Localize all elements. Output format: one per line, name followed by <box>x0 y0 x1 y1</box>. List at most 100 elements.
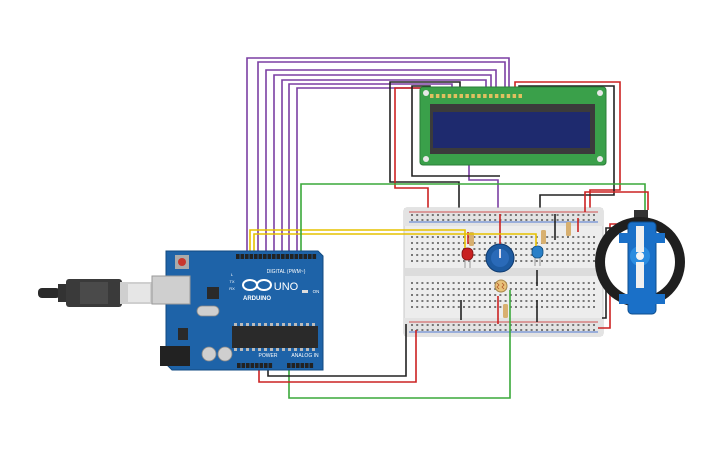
wire-green-bottom[interactable] <box>288 290 511 399</box>
bb-hole <box>431 242 434 244</box>
bb-hole <box>478 329 481 331</box>
bb-hole <box>515 282 517 284</box>
bb-hole <box>468 260 471 262</box>
bb-hole <box>473 236 476 238</box>
bb-hole <box>561 324 564 326</box>
resistor-1[interactable] <box>469 232 474 246</box>
bb-hole <box>473 324 476 326</box>
bb-hole <box>494 236 497 238</box>
bb-hole <box>520 300 523 302</box>
analog-pin <box>305 363 309 368</box>
wire-yellow-2[interactable] <box>253 233 537 257</box>
bb-hole <box>489 242 491 244</box>
bb-hole <box>411 329 413 331</box>
servo-motor[interactable] <box>595 210 685 315</box>
wire-red-5v[interactable] <box>258 330 417 383</box>
bb-hole <box>494 324 497 326</box>
wire-red-servo-top[interactable] <box>584 191 649 212</box>
bb-hole <box>442 324 445 326</box>
arduino-model-label: UNO <box>274 281 299 293</box>
wire-purple-4[interactable] <box>273 74 492 257</box>
wire-black-lcd-left[interactable] <box>389 81 461 212</box>
bb-hole <box>525 300 528 302</box>
digital-pin <box>290 254 294 259</box>
bb-hole <box>567 248 569 250</box>
arduino-uno[interactable]: ARDUINO UNO DIGITAL (PWM~) POWER ANALOG … <box>151 250 324 371</box>
bb-hole <box>478 306 481 308</box>
bb-hole <box>473 294 476 296</box>
bb-hole <box>478 242 481 244</box>
red-led[interactable] <box>461 247 474 268</box>
chip-pin <box>246 323 249 326</box>
wire-yellow-1[interactable] <box>249 229 466 257</box>
bb-hole <box>426 219 429 221</box>
bb-hole <box>437 329 439 331</box>
bb-hole <box>426 242 429 244</box>
wire-purple-3[interactable] <box>265 69 497 257</box>
analog-header[interactable] <box>287 363 314 368</box>
power-header[interactable] <box>237 363 273 368</box>
bb-hole <box>463 219 465 221</box>
bb-hole <box>478 236 481 238</box>
bb-hole <box>567 254 569 256</box>
bb-hole <box>530 282 533 284</box>
bb-hole <box>551 282 554 284</box>
resistor-3[interactable] <box>566 222 571 236</box>
wire-purple-2[interactable] <box>257 61 506 257</box>
bb-hole <box>587 288 590 290</box>
digital-header[interactable] <box>236 254 317 259</box>
bb-hole <box>473 214 476 216</box>
bb-hole <box>572 294 575 296</box>
bb-hole <box>426 248 429 250</box>
blue-led[interactable] <box>531 245 544 266</box>
lcd-pin <box>518 94 522 98</box>
bb-hole <box>551 248 554 250</box>
analog-pin <box>309 363 314 368</box>
bb-hole <box>525 294 528 296</box>
bb-hole <box>478 260 481 262</box>
bb-hole <box>572 260 575 262</box>
bb-hole <box>577 254 580 256</box>
power-pin <box>246 363 250 368</box>
bb-hole <box>556 219 559 221</box>
bb-hole <box>593 236 595 238</box>
bb-hole <box>556 288 559 290</box>
bb-hole <box>572 282 575 284</box>
bb-hole <box>593 214 595 216</box>
bb-hole <box>551 300 554 302</box>
bb-hole <box>483 254 486 256</box>
bb-hole <box>463 214 465 216</box>
resistor-2[interactable] <box>541 230 546 244</box>
bb-hole <box>561 294 564 296</box>
digital-pin <box>272 254 276 259</box>
bb-hole <box>577 329 580 331</box>
bb-hole <box>457 260 460 262</box>
bb-hole <box>452 300 455 302</box>
bb-hole <box>442 260 445 262</box>
bb-hole <box>577 324 580 326</box>
lcd-display[interactable] <box>419 86 607 166</box>
digital-pin <box>258 254 263 259</box>
bb-hole <box>478 248 481 250</box>
wire-red-lcd-right[interactable] <box>514 81 621 212</box>
chip-pin <box>276 348 279 351</box>
bb-hole <box>556 236 559 238</box>
wire-purple-1[interactable] <box>246 57 510 257</box>
bb-hole <box>447 242 450 244</box>
bb-hole <box>411 294 413 296</box>
resistors[interactable] <box>469 222 571 318</box>
resistor-4[interactable] <box>503 304 508 318</box>
photoresistor[interactable] <box>494 279 508 293</box>
bb-hole <box>473 282 476 284</box>
potentiometer[interactable] <box>485 243 515 273</box>
wire-black-gnd[interactable] <box>267 324 407 377</box>
bb-hole <box>489 288 491 290</box>
bb-hole <box>520 236 523 238</box>
bb-hole <box>593 329 595 331</box>
bb-hole <box>447 260 450 262</box>
digital-pin <box>294 254 299 259</box>
arduino-brand-label: ARDUINO <box>243 296 271 302</box>
bb-hole <box>525 254 528 256</box>
bb-hole <box>489 300 491 302</box>
bb-hole <box>442 329 445 331</box>
